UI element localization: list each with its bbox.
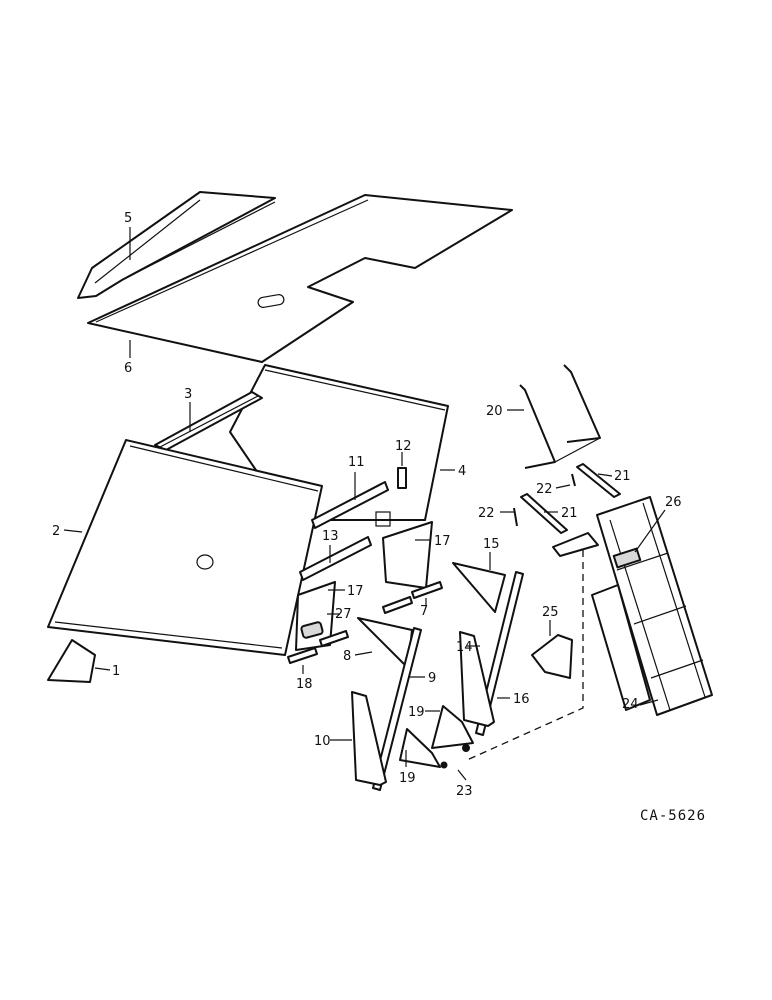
part-27-access-cover [300, 621, 324, 639]
callout-9: 9 [428, 671, 436, 686]
callout-labels: 1 2 3 4 5 6 7 8 9 10 11 12 13 14 15 16 1… [52, 211, 682, 799]
callout-8: 8 [343, 649, 351, 664]
callout-22-lower: 22 [478, 506, 495, 521]
callout-20: 20 [486, 404, 503, 419]
part-14-plate [459, 631, 495, 727]
part-8-gusset [357, 617, 413, 669]
callout-19-upper: 19 [408, 705, 425, 720]
callout-14: 14 [456, 640, 473, 655]
callout-19-lower: 19 [399, 771, 416, 786]
callout-6: 6 [124, 361, 132, 376]
callout-22-upper: 22 [536, 482, 553, 497]
callout-2: 2 [52, 524, 60, 539]
part-11-brace [311, 481, 389, 529]
part-10-plate [351, 691, 387, 786]
leader-lines [63, 227, 666, 781]
part-23-nuts [440, 744, 470, 769]
callout-10: 10 [314, 734, 331, 749]
callout-1: 1 [112, 664, 120, 679]
callout-11: 11 [348, 455, 365, 470]
drawing-code: CA-5626 [640, 808, 706, 824]
part-24-ladder-frame [552, 496, 713, 716]
callout-16: 16 [513, 692, 530, 707]
callout-25: 25 [542, 605, 559, 620]
part-22-pins [513, 473, 576, 527]
part-9-angle [372, 627, 422, 791]
callout-17-lower: 17 [347, 584, 364, 599]
callout-27: 27 [335, 607, 352, 622]
part-7-strips [382, 581, 443, 614]
part-15-gusset [452, 562, 506, 613]
callout-13: 13 [322, 529, 339, 544]
part-13-brace [299, 536, 372, 581]
part-6-floor-panel [87, 194, 513, 363]
callout-23: 23 [456, 784, 473, 799]
callout-18: 18 [296, 677, 313, 692]
part-25-plate [531, 634, 573, 679]
callout-15: 15 [483, 537, 500, 552]
callout-26: 26 [665, 495, 682, 510]
part-12-clip [397, 467, 407, 489]
part-26-plate [612, 547, 642, 569]
callout-4: 4 [458, 464, 466, 479]
callout-21-lower: 21 [561, 506, 578, 521]
part-20-handle [519, 364, 601, 469]
callout-3: 3 [184, 387, 192, 402]
callout-24: 24 [622, 697, 639, 712]
callout-5: 5 [124, 211, 132, 226]
callout-21-upper: 21 [614, 469, 631, 484]
part-19-gussets [399, 705, 474, 768]
assembly-path [466, 550, 584, 761]
part-21-rods [520, 463, 621, 534]
callout-17-upper: 17 [434, 534, 451, 549]
part-18-strips [287, 630, 349, 664]
callout-7: 7 [420, 604, 428, 619]
part-2-side-panel [47, 439, 323, 656]
part-1-gusset [47, 639, 96, 683]
part-17-upper-plate [375, 511, 433, 589]
part-5-angle-strip [77, 191, 276, 299]
callout-12: 12 [395, 439, 412, 454]
